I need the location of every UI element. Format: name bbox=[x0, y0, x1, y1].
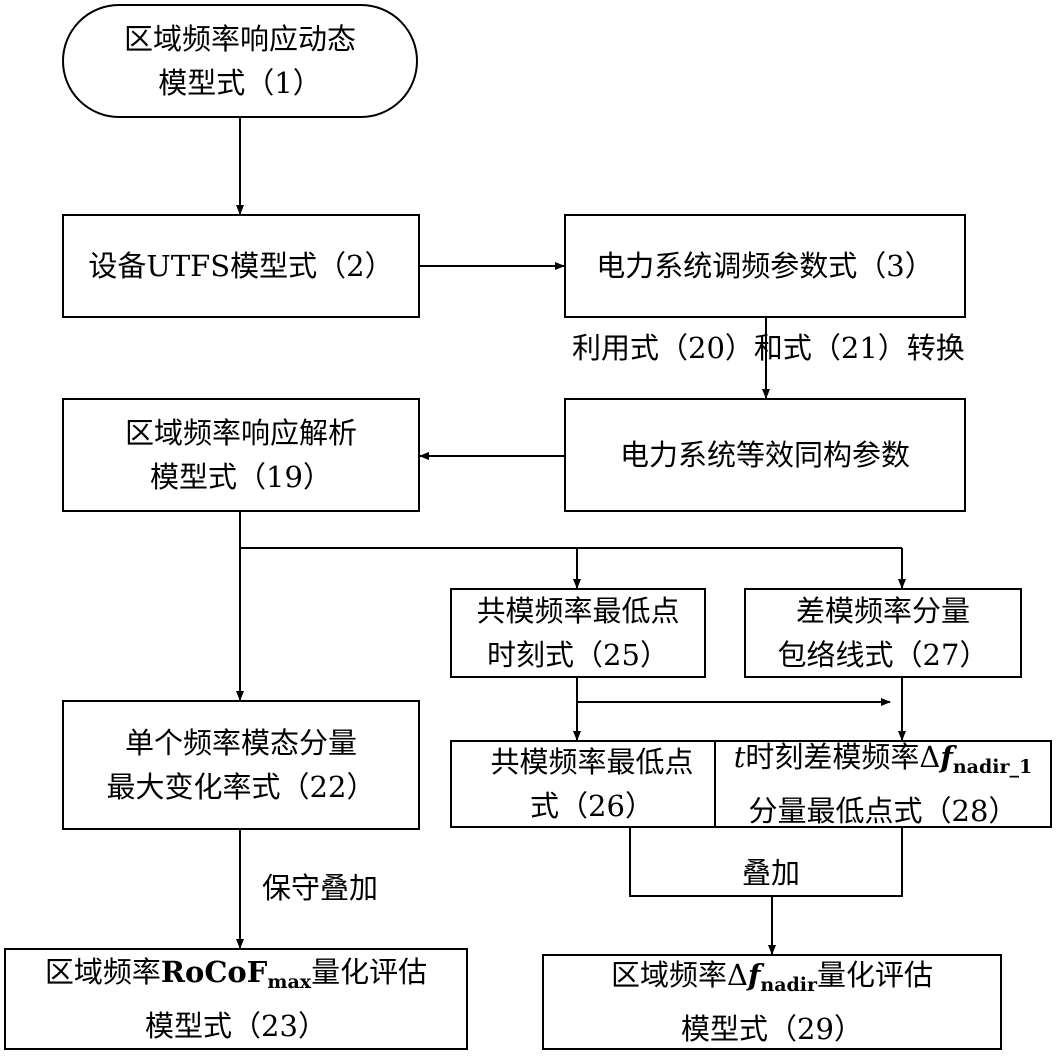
node-1-line-2: 模型式（1） bbox=[158, 66, 322, 100]
node-differential-mode-nadir: t时刻差模频率Δfnadir_1 分量最低点式（28） bbox=[714, 740, 1052, 828]
node-22-line-2: 最大变化率式（22） bbox=[106, 770, 376, 804]
node-nadir-assessment-model: 区域频率Δfnadir量化评估 模型式（29） bbox=[542, 954, 1002, 1050]
node-29-pre: 区域频率Δ bbox=[610, 958, 748, 992]
node-2-line-1: 设备UTFS模型式（2） bbox=[88, 249, 394, 283]
node-29-italic-f: f bbox=[747, 958, 761, 992]
node-23-pre: 区域频率 bbox=[44, 955, 161, 989]
node-common-mode-nadir-time: 共模频率最低点 时刻式（25） bbox=[450, 588, 706, 678]
node-23-line-1: 区域频率RoCoFmax量化评估 bbox=[45, 950, 427, 1004]
node-29-line-2: 模型式（29） bbox=[681, 1012, 863, 1046]
node-25-line-2: 时刻式（25） bbox=[487, 638, 669, 672]
node-28-subscript: nadir_1 bbox=[952, 756, 1033, 778]
node-equivalent-isomorphic-params: 电力系统等效同构参数 bbox=[564, 398, 966, 512]
node-power-system-regulation-params: 电力系统调频参数式（3） bbox=[564, 214, 966, 318]
node-22-line-1: 单个频率模态分量 bbox=[124, 726, 357, 760]
edge-label-convert: 利用式（20）和式（21）转换 bbox=[572, 331, 965, 365]
merge-line-n26-n28 bbox=[629, 828, 903, 897]
node-device-utfs-model: 设备UTFS模型式（2） bbox=[62, 214, 420, 318]
node-common-mode-nadir: 共模频率最低点 式（26） bbox=[450, 740, 734, 828]
node-23-bold: RoCoF bbox=[160, 955, 268, 989]
node-regional-frequency-dynamic-model: 区域频率响应动态 模型式（1） bbox=[62, 4, 418, 118]
node-26-line-1: 共模频率最低点 bbox=[490, 745, 694, 779]
edge-label-conservative-superposition: 保守叠加 bbox=[262, 871, 379, 905]
node-4-line-1: 电力系统等效同构参数 bbox=[619, 438, 910, 472]
node-3-line-1: 电力系统调频参数式（3） bbox=[596, 249, 934, 283]
node-differential-mode-envelope: 差模频率分量 包络线式（27） bbox=[744, 588, 1022, 678]
node-28-italic-f: f bbox=[940, 740, 953, 774]
node-28-line-2: 分量最低点式（28） bbox=[748, 794, 1018, 828]
node-1-line-1: 区域频率响应动态 bbox=[123, 22, 356, 56]
node-23-subscript: max bbox=[267, 971, 312, 993]
node-19-line-2: 模型式（19） bbox=[150, 460, 332, 494]
node-25-line-1: 共模频率最低点 bbox=[476, 594, 680, 628]
node-29-subscript: nadir bbox=[760, 974, 818, 996]
node-28-pre: 时刻差模频率Δ bbox=[745, 740, 941, 774]
node-27-line-1: 差模频率分量 bbox=[795, 594, 970, 628]
node-28-line-1: t时刻差模频率Δfnadir_1 bbox=[734, 735, 1032, 789]
node-29-line-1: 区域频率Δfnadir量化评估 bbox=[611, 953, 933, 1007]
node-23-line-2: 模型式（23） bbox=[145, 1009, 327, 1043]
node-29-post: 量化评估 bbox=[817, 958, 934, 992]
node-single-mode-max-rate: 单个频率模态分量 最大变化率式（22） bbox=[62, 700, 420, 830]
node-27-line-2: 包络线式（27） bbox=[777, 638, 989, 672]
node-26-line-2: 式（26） bbox=[530, 789, 654, 823]
node-19-line-1: 区域频率响应解析 bbox=[124, 416, 357, 450]
node-rocof-assessment-model: 区域频率RoCoFmax量化评估 模型式（23） bbox=[4, 948, 468, 1050]
edge-label-superposition: 叠加 bbox=[742, 856, 801, 890]
node-28-italic-t: t bbox=[733, 740, 746, 774]
node-23-post: 量化评估 bbox=[311, 955, 428, 989]
node-regional-frequency-analytic-model: 区域频率响应解析 模型式（19） bbox=[62, 398, 420, 512]
